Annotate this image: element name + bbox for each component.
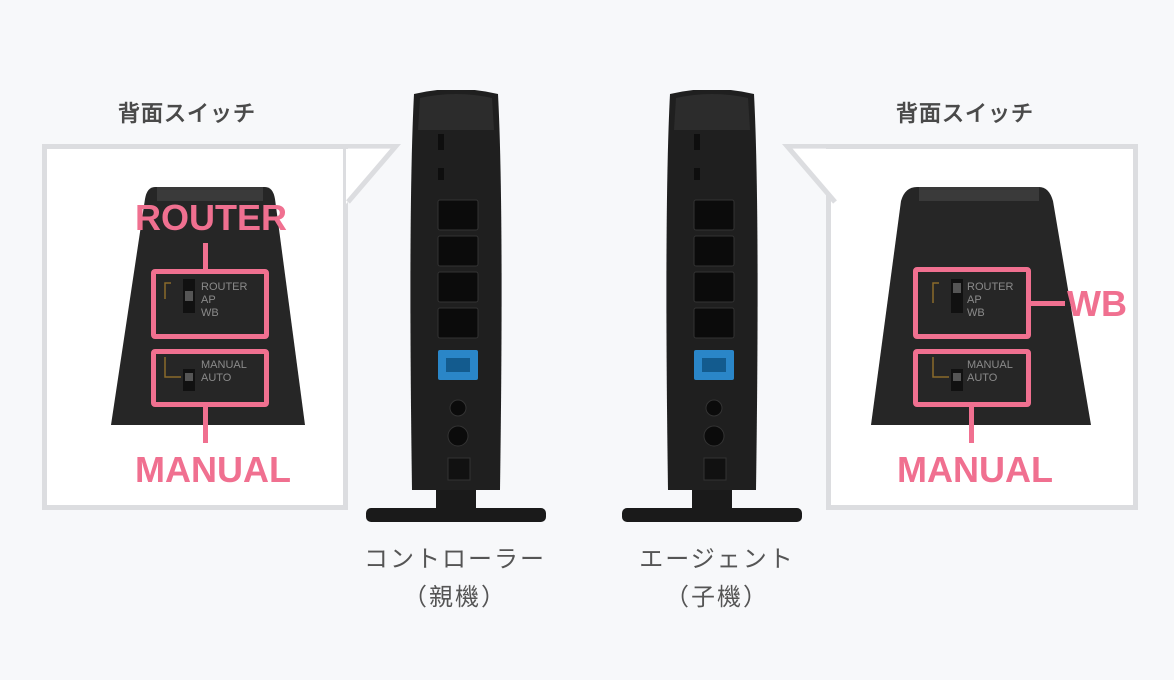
controller-caption-line2: （親機） bbox=[403, 583, 507, 611]
right-sw1-router: ROUTER bbox=[967, 281, 1014, 293]
left-sw1-wb: WB bbox=[201, 307, 219, 319]
left-callout-panel: ROUTER AP WB MANUAL AUTO ROUTER MANUAL bbox=[42, 144, 402, 510]
left-sw1-router: ROUTER bbox=[201, 281, 248, 293]
right-bottom-connector bbox=[969, 405, 974, 443]
left-switch2-labels: MANUAL AUTO bbox=[201, 359, 247, 385]
right-manual-label: MANUAL bbox=[897, 449, 1053, 490]
left-callout-tail bbox=[346, 144, 402, 204]
left-manual-switch-highlight bbox=[151, 349, 269, 407]
right-sw2-auto: AUTO bbox=[967, 372, 998, 384]
left-heading: 背面スイッチ bbox=[118, 102, 257, 127]
right-heading: 背面スイッチ bbox=[896, 102, 1035, 127]
right-mode-switch-highlight bbox=[913, 267, 1031, 339]
left-sw1-ap: AP bbox=[201, 294, 216, 306]
controller-caption-line1: コントローラー bbox=[364, 545, 546, 573]
right-side-connector bbox=[1029, 301, 1065, 306]
left-manual-label: MANUAL bbox=[135, 449, 291, 490]
left-device-closeup bbox=[111, 187, 305, 425]
right-sw1-ap: AP bbox=[967, 294, 982, 306]
controller-caption: コントローラー （親機） bbox=[330, 540, 580, 616]
left-bottom-connector bbox=[203, 405, 208, 443]
agent-caption-line2: （子機） bbox=[665, 583, 769, 611]
right-device-closeup bbox=[871, 187, 1091, 425]
controller-router-image bbox=[366, 90, 546, 522]
agent-caption-line1: エージェント bbox=[639, 545, 795, 573]
right-callout-panel: ROUTER AP WB MANUAL AUTO WB MANUAL bbox=[781, 144, 1138, 510]
agent-caption: エージェント （子機） bbox=[592, 540, 842, 616]
right-wb-label: WB bbox=[1067, 283, 1127, 324]
right-switch1-labels: ROUTER AP WB bbox=[967, 281, 1013, 320]
right-switch2-labels: MANUAL AUTO bbox=[967, 359, 1013, 385]
left-sw2-auto: AUTO bbox=[201, 372, 232, 384]
right-sw2-manual: MANUAL bbox=[967, 359, 1013, 371]
right-manual-switch-highlight bbox=[913, 349, 1031, 407]
left-sw2-manual: MANUAL bbox=[201, 359, 247, 371]
right-sw1-wb: WB bbox=[967, 307, 985, 319]
left-top-connector bbox=[203, 243, 208, 273]
left-switch1-labels: ROUTER AP WB bbox=[201, 281, 247, 320]
left-router-label: ROUTER bbox=[135, 197, 287, 238]
agent-router-image bbox=[622, 90, 802, 522]
right-callout-tail bbox=[781, 144, 837, 204]
left-mode-switch-highlight bbox=[151, 269, 269, 339]
